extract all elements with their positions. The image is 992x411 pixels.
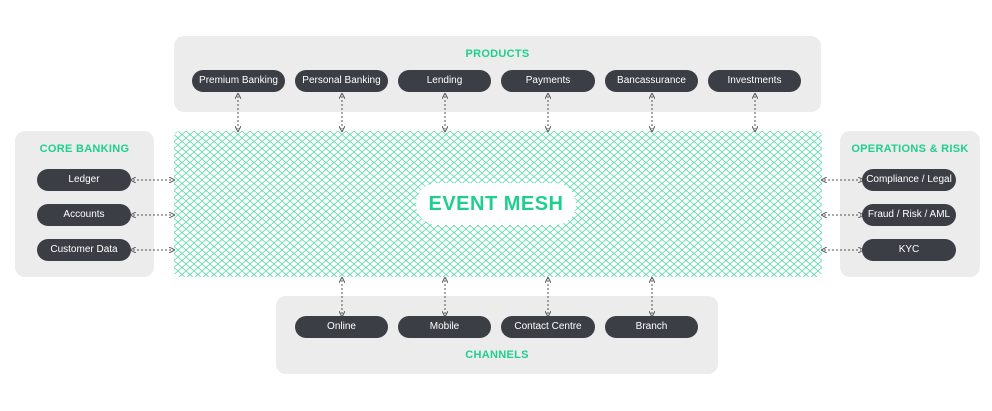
products-title: PRODUCTS [465,48,530,60]
channels-title: CHANNELS [465,349,529,361]
product-lending[interactable]: Lending [398,70,491,92]
operations-risk-title: OPERATIONS & RISK [851,143,969,155]
channel-branch[interactable]: Branch [605,316,698,338]
channel-contact-centre[interactable]: Contact Centre [501,316,595,338]
core-accounts[interactable]: Accounts [37,204,131,226]
ops-fraud-risk-aml[interactable]: Fraud / Risk / AML [862,204,956,226]
product-investments[interactable]: Investments [708,70,801,92]
channel-online[interactable]: Online [295,316,388,338]
product-payments[interactable]: Payments [501,70,595,92]
product-premium-banking[interactable]: Premium Banking [192,70,285,92]
core-ledger[interactable]: Ledger [37,169,131,191]
ops-compliance-legal[interactable]: Compliance / Legal [862,169,956,191]
product-bancassurance[interactable]: Bancassurance [605,70,698,92]
core-banking-title: CORE BANKING [39,143,130,155]
core-customer-data[interactable]: Customer Data [37,239,131,261]
channel-mobile[interactable]: Mobile [398,316,491,338]
ops-kyc[interactable]: KYC [862,239,956,261]
event-mesh-label: EVENT MESH [416,183,576,225]
product-personal-banking[interactable]: Personal Banking [295,70,388,92]
